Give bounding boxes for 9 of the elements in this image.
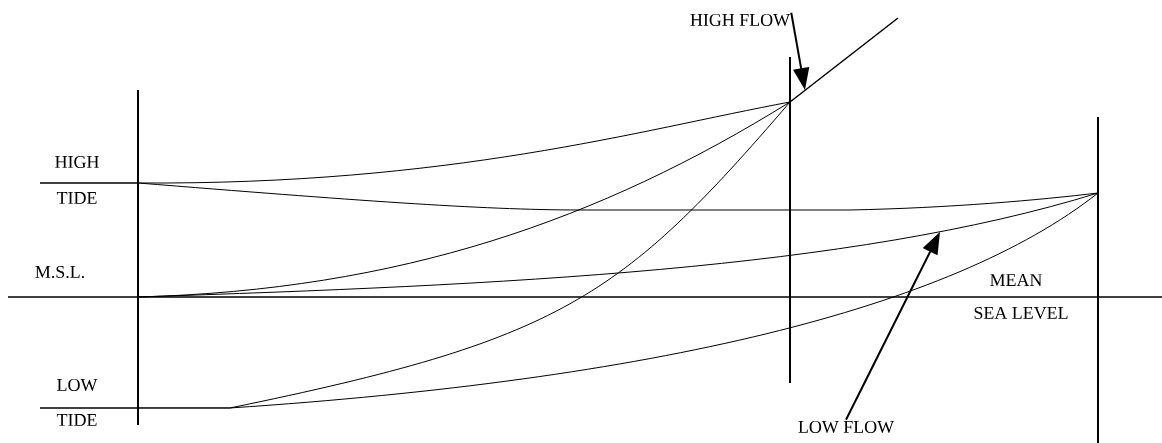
level-label: TIDE (56, 414, 97, 426)
level-label: LOW (57, 378, 98, 392)
level-label: SEA LEVEL (974, 306, 1068, 320)
level-label: HIGH (55, 155, 99, 168)
level-label: MEAN (990, 274, 1042, 286)
level-label: TIDE (56, 192, 97, 204)
level-label: M.S.L. (35, 265, 84, 279)
flow-label: HIGH FLOW (690, 13, 790, 27)
flow-label: LOW FLOW (798, 420, 894, 434)
